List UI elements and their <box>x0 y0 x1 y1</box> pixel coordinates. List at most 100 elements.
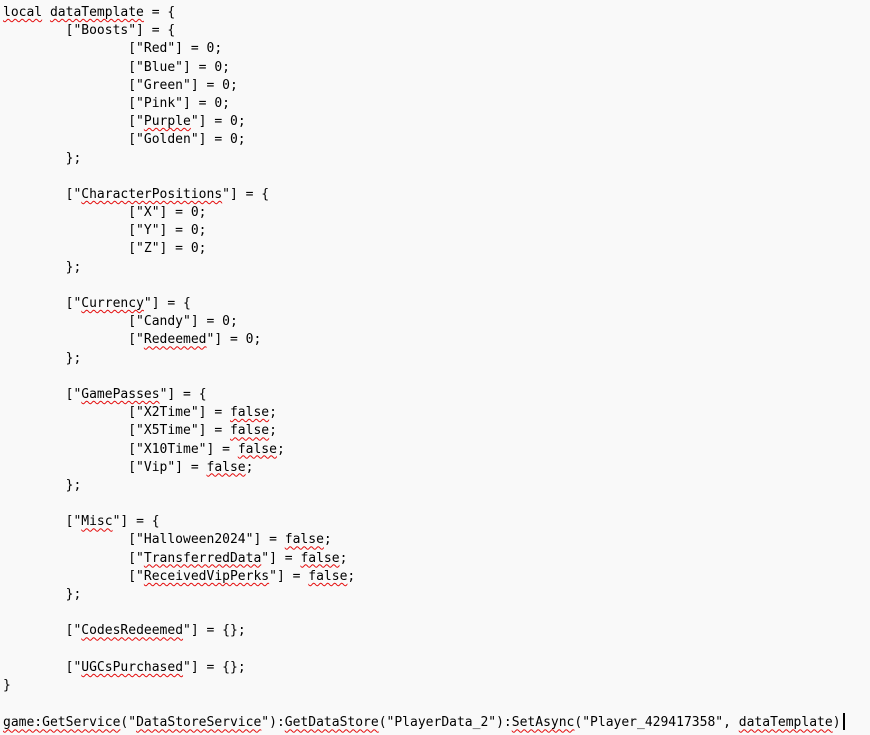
code-text: [" <box>3 114 144 130</box>
code-text: ["X5Time"] = <box>3 423 230 439</box>
code-text <box>42 5 50 20</box>
code-text: "] = {}; <box>183 659 246 675</box>
misspelled-word: CharacterPositions <box>81 186 223 202</box>
code-text: "] = 0; <box>206 332 262 348</box>
code-line: }; <box>3 150 870 168</box>
code-text: "] = 0; <box>190 114 246 130</box>
misspelled-word: dataTemplate <box>738 715 833 731</box>
code-text: [" <box>3 386 82 402</box>
code-text: "] = { <box>143 296 191 311</box>
code-line: ["Halloween2024"] = false; <box>3 531 870 549</box>
code-text: }; <box>3 477 82 493</box>
code-line <box>3 604 870 622</box>
misspelled-word: dataTemplate <box>49 5 144 20</box>
code-text: "): <box>261 715 285 731</box>
code-text: [" <box>3 623 82 639</box>
code-text: ["Candy"] = 0; <box>3 314 238 330</box>
code-text: ["X10Time"] = <box>3 441 238 457</box>
code-text: [" <box>3 659 82 675</box>
misspelled-word: Currency <box>81 296 144 311</box>
code-text: [" <box>3 514 82 530</box>
code-text: ["Pink"] = 0; <box>3 95 230 111</box>
misspelled-word: false <box>284 532 324 548</box>
code-line <box>3 495 870 513</box>
code-line: local dataTemplate = { <box>3 4 870 22</box>
code-text: ; <box>269 423 277 439</box>
misspelled-word: false <box>206 459 246 475</box>
code-text: ["X"] = 0; <box>3 205 207 221</box>
code-line: ["Pink"] = 0; <box>3 95 870 113</box>
code-line: ["UGCsPurchased"] = {}; <box>3 659 870 677</box>
misspelled-word: Purple <box>143 114 191 130</box>
code-line: } <box>3 677 870 695</box>
code-text: ("PlayerData_2"): <box>378 715 512 731</box>
code-line: ["Vip"] = false; <box>3 459 870 477</box>
code-line: }; <box>3 586 870 604</box>
code-text: "] = { <box>112 514 160 530</box>
code-line: ["GamePasses"] = { <box>3 386 870 404</box>
misspelled-word: DataStoreService <box>136 715 262 731</box>
code-text: = { <box>143 5 176 20</box>
code-line: ["CodesRedeemed"] = {}; <box>3 622 870 640</box>
code-line <box>3 277 870 295</box>
code-text: [" <box>3 332 144 348</box>
code-line <box>3 695 870 713</box>
misspelled-word: ReceivedVipPerks <box>143 568 270 584</box>
code-text: [" <box>3 550 144 566</box>
code-text: [" <box>3 186 82 202</box>
code-text: ; <box>276 441 285 457</box>
code-line: ["Candy"] = 0; <box>3 313 870 331</box>
code-text: (" <box>120 715 137 731</box>
code-line: ["Y"] = 0; <box>3 222 870 240</box>
code-line: ["TransferredData"] = false; <box>3 550 870 568</box>
code-text: ("Player_429417358", <box>574 715 739 731</box>
code-text: ["Y"] = 0; <box>3 223 207 239</box>
code-line: }; <box>3 350 870 368</box>
code-text: }; <box>3 259 82 275</box>
code-line: ["Boosts"] = { <box>3 22 870 40</box>
misspelled-word: false <box>308 568 348 584</box>
misspelled-word: Misc <box>81 514 113 530</box>
misspelled-word: CodesRedeemed <box>81 623 184 639</box>
code-line <box>3 168 870 186</box>
misspelled-word: UGCsPurchased <box>81 659 184 675</box>
code-text: } <box>3 677 11 693</box>
code-line: }; <box>3 259 870 277</box>
code-text: }; <box>3 150 82 166</box>
code-text: ["Vip"] = <box>3 459 207 475</box>
code-line: ["X10Time"] = false; <box>3 441 870 459</box>
misspelled-word: TransferredData <box>143 550 262 566</box>
code-text: "] = <box>269 568 309 584</box>
misspelled-word: Redeemed <box>143 332 207 348</box>
code-line: ["Red"] = 0; <box>3 40 870 58</box>
code-text: ; <box>339 550 348 566</box>
misspelled-word: SetAsync <box>511 715 575 731</box>
code-line: ["Blue"] = 0; <box>3 59 870 77</box>
code-text: ["Green"] = 0; <box>3 77 238 93</box>
code-text: ["X2Time"] = <box>3 405 230 421</box>
code-line: ["X5Time"] = false; <box>3 422 870 440</box>
code-text: ["Blue"] = 0; <box>3 59 230 75</box>
code-text: ["Red"] = 0; <box>3 41 223 57</box>
code-text: [" <box>3 568 144 584</box>
code-line: ["Purple"] = 0; <box>3 113 870 131</box>
code-text: ; <box>323 532 332 548</box>
code-line: ["Golden"] = 0; <box>3 131 870 149</box>
code-line: ["Currency"] = { <box>3 295 870 313</box>
code-text: ["Boosts"] = { <box>3 23 176 39</box>
code-line: ["CharacterPositions"] = { <box>3 186 870 204</box>
code-line <box>3 368 870 386</box>
code-line: }; <box>3 477 870 495</box>
code-text: ; <box>245 459 254 475</box>
misspelled-word: false <box>229 423 270 439</box>
misspelled-word: false <box>300 550 340 566</box>
code-line: ["X2Time"] = false; <box>3 404 870 422</box>
code-text: "] = <box>261 550 301 566</box>
code-line: ["Green"] = 0; <box>3 77 870 95</box>
code-text: "] = { <box>159 386 207 402</box>
code-line: ["Misc"] = { <box>3 513 870 531</box>
code-text: [" <box>3 296 82 311</box>
code-text: }; <box>3 350 82 366</box>
code-text: ; <box>347 568 356 584</box>
